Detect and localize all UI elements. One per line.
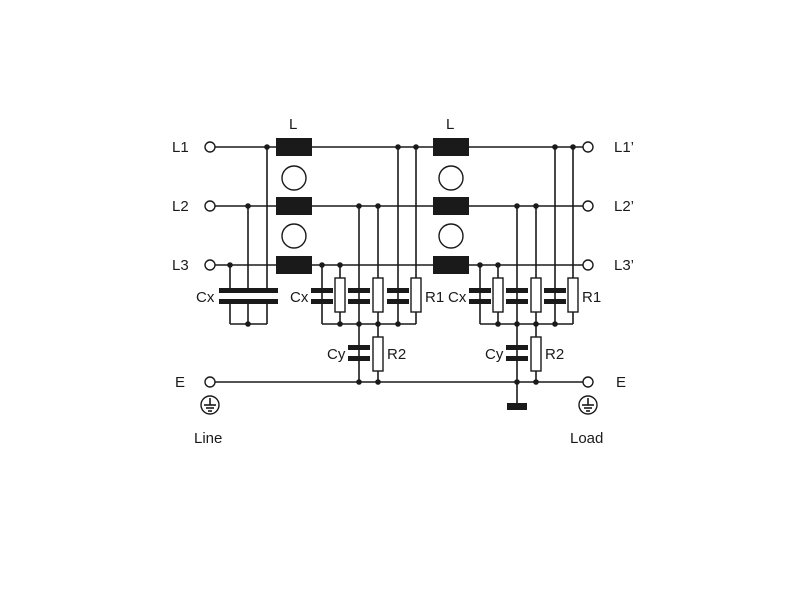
capacitor-icon bbox=[256, 288, 278, 304]
inductor-icon bbox=[433, 138, 469, 156]
stage-1-network bbox=[311, 144, 422, 385]
terminal-icon bbox=[204, 200, 216, 212]
inductor-icon bbox=[276, 197, 312, 215]
terminal-icon bbox=[582, 259, 594, 271]
label-l2-out: L2’ bbox=[614, 198, 634, 215]
resistor-icon bbox=[410, 277, 422, 313]
label-load-side: Load bbox=[570, 430, 603, 447]
choke-1 bbox=[276, 138, 312, 274]
ferrite-core-icon bbox=[281, 223, 307, 249]
resistor-icon bbox=[530, 277, 542, 313]
capacitor-icon bbox=[311, 288, 333, 304]
resistor-icon bbox=[567, 277, 579, 313]
terminal-icon bbox=[582, 200, 594, 212]
label-cx-2: Cx bbox=[290, 289, 309, 306]
ground-icon bbox=[200, 395, 220, 415]
resistor-icon bbox=[334, 277, 346, 313]
label-cx-1: Cx bbox=[196, 289, 215, 306]
capacitor-icon bbox=[219, 288, 241, 304]
label-r1-2: R1 bbox=[582, 289, 601, 306]
ground-icon bbox=[578, 395, 598, 415]
resistor-icon bbox=[372, 277, 384, 313]
label-earth-line: E bbox=[175, 374, 185, 391]
label-l3-out: L3’ bbox=[614, 257, 634, 274]
terminal-icon bbox=[204, 141, 216, 153]
terminals bbox=[204, 141, 594, 388]
label-earth-load: E bbox=[616, 374, 626, 391]
ferrite-core-icon bbox=[281, 165, 307, 191]
label-l3: L3 bbox=[172, 257, 189, 274]
label-l2: L2 bbox=[172, 198, 189, 215]
ferrite-core-icon bbox=[438, 223, 464, 249]
capacitor-icon bbox=[506, 345, 528, 361]
label-line-side: Line bbox=[194, 430, 222, 447]
label-cy-2: Cy bbox=[485, 346, 504, 363]
chassis-ground-icon bbox=[507, 403, 527, 410]
resistor-icon bbox=[492, 277, 504, 313]
stage-2-network bbox=[469, 144, 579, 410]
ferrite-core-icon bbox=[438, 165, 464, 191]
label-inductor-2: L bbox=[446, 116, 454, 133]
resistor-icon bbox=[372, 336, 384, 372]
terminal-icon bbox=[582, 141, 594, 153]
label-l1-out: L1’ bbox=[614, 139, 634, 156]
label-l1: L1 bbox=[172, 139, 189, 156]
capacitor-icon bbox=[348, 345, 370, 361]
labels: L1 L2 L3 E L1’ L2’ L3’ E L L Cx Cx Cx R1… bbox=[172, 116, 634, 447]
input-cx-network bbox=[219, 144, 278, 327]
terminal-icon bbox=[204, 259, 216, 271]
capacitor-icon bbox=[506, 288, 528, 304]
terminal-icon bbox=[204, 376, 216, 388]
capacitor-icon bbox=[387, 288, 409, 304]
choke-2 bbox=[433, 138, 469, 274]
label-r1-1: R1 bbox=[425, 289, 444, 306]
inductor-icon bbox=[433, 256, 469, 274]
inductor-icon bbox=[276, 256, 312, 274]
capacitor-icon bbox=[348, 288, 370, 304]
inductor-icon bbox=[433, 197, 469, 215]
label-r2-2: R2 bbox=[545, 346, 564, 363]
capacitor-icon bbox=[544, 288, 566, 304]
resistor-icon bbox=[530, 336, 542, 372]
capacitor-icon bbox=[469, 288, 491, 304]
label-r2-1: R2 bbox=[387, 346, 406, 363]
label-cy-1: Cy bbox=[327, 346, 346, 363]
capacitor-icon bbox=[237, 288, 259, 304]
label-cx-3: Cx bbox=[448, 289, 467, 306]
terminal-icon bbox=[582, 376, 594, 388]
inductor-icon bbox=[276, 138, 312, 156]
label-inductor-1: L bbox=[289, 116, 297, 133]
